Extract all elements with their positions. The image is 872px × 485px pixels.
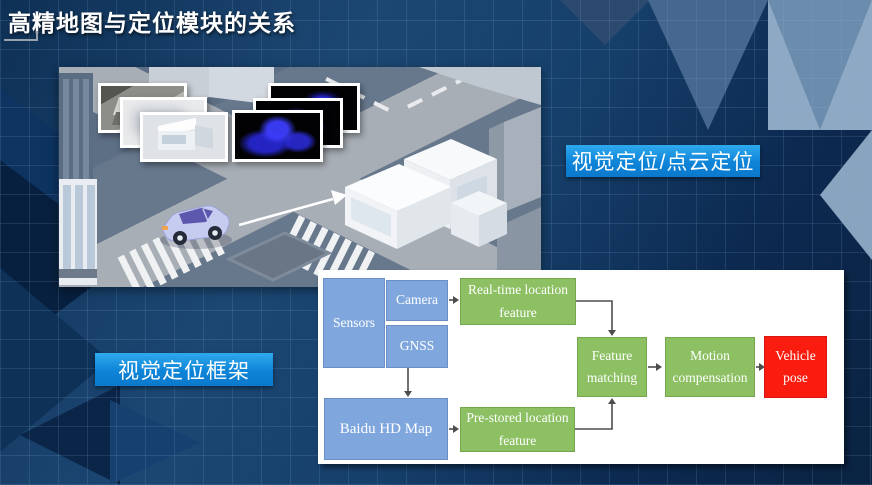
building-lower-left — [59, 179, 97, 285]
camera-frame-detail — [195, 125, 214, 150]
node-label: Baidu HD Map — [339, 420, 433, 437]
node-label: Camera — [396, 292, 438, 308]
node-label: Pre-stored location feature — [466, 410, 569, 448]
camera-frame-clear — [140, 112, 228, 162]
label-text: 视觉定位框架 — [118, 359, 250, 383]
node-label: Feature matching — [586, 347, 638, 385]
node-camera: Camera — [386, 280, 448, 321]
city-illustration — [59, 67, 541, 287]
node-vehicle-pose: Vehicle pose — [764, 336, 827, 398]
node-feature-matching: Feature matching — [577, 337, 647, 397]
bg-triangle — [820, 130, 872, 260]
node-label: Real-time location feature — [467, 282, 569, 320]
node-sensors: Sensors — [323, 278, 385, 368]
node-label: Motion compensation — [672, 347, 748, 385]
label-visual-pointcloud-localization: 视觉定位/点云定位 — [566, 145, 760, 177]
node-label: Sensors — [332, 314, 375, 330]
pointcloud-frame-front — [232, 110, 323, 162]
camera-frame-detail — [161, 135, 187, 145]
node-realtime-location-feature: Real-time location feature — [460, 278, 576, 325]
buildings-right-edge — [419, 67, 541, 287]
car — [160, 205, 232, 249]
bg-triangle — [110, 400, 200, 485]
building-white — [345, 139, 507, 249]
bg-triangle — [648, 0, 768, 130]
node-label: Vehicle pose — [775, 347, 816, 385]
node-gnss: GNSS — [386, 325, 448, 368]
localization-arrow — [238, 190, 347, 227]
label-text: 视觉定位/点云定位 — [571, 151, 755, 174]
title-underline — [4, 31, 38, 41]
node-label: GNSS — [399, 338, 435, 354]
node-motion-compensation: Motion compensation — [665, 337, 755, 397]
flowchart-arrows — [404, 296, 765, 433]
node-prestored-location-feature: Pre-stored location feature — [460, 407, 575, 452]
node-baidu-hd-map: Baidu HD Map — [324, 398, 448, 460]
localization-flowchart: Sensors Camera GNSS Baidu HD Map Real-ti… — [318, 270, 844, 464]
label-visual-localization-framework: 视觉定位框架 — [95, 353, 273, 386]
parking-slab — [225, 231, 333, 282]
bg-triangle — [560, 0, 650, 45]
slide-title: 高精地图与定位模块的关系 — [8, 10, 296, 36]
